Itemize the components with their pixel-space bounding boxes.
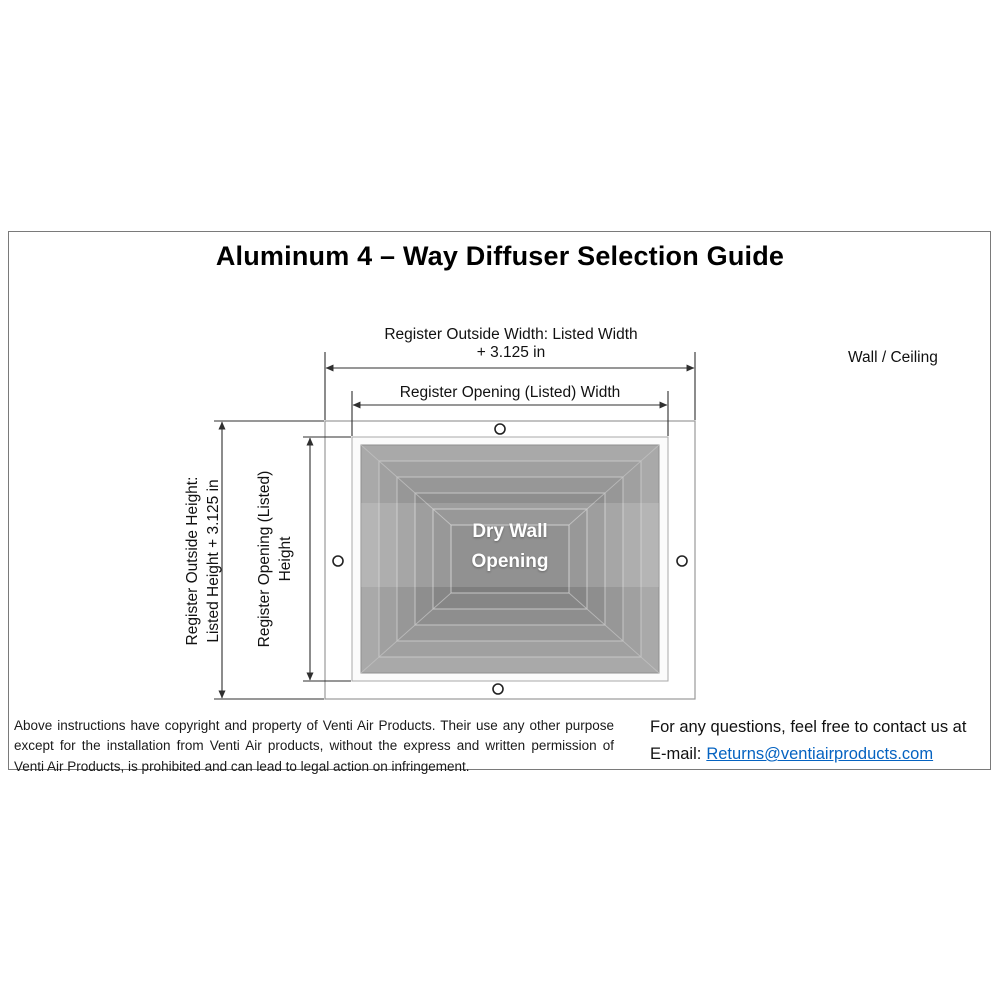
- opening-height-label-line1: Register Opening (Listed): [256, 470, 273, 648]
- outside-width-label-line1: Register Outside Width: Listed Width: [384, 326, 638, 343]
- email-label: E-mail:: [650, 744, 702, 763]
- drywall-opening-label-line1: Dry Wall: [472, 521, 548, 542]
- screw-holes: [332, 423, 688, 695]
- outside-width-label-line2: + 3.125 in: [476, 344, 546, 361]
- drywall-opening-label: Dry Wall Opening: [400, 517, 620, 577]
- outside-height-label-line2: Listed Height + 3.125 in: [205, 479, 222, 643]
- diffuser-cone-steps: [360, 444, 660, 674]
- page-title: Aluminum 4 – Way Diffuser Selection Guid…: [215, 241, 785, 271]
- drywall-opening-label-line2: Opening: [471, 551, 549, 572]
- outside-width-label: Register Outside Width: Listed Width + 3…: [330, 326, 692, 362]
- contact-line: For any questions, feel free to contact …: [650, 718, 967, 736]
- opening-height-label-line2: Height: [277, 536, 294, 582]
- outside-height-label: Register Outside Height: Listed Height +…: [182, 421, 224, 701]
- screw-hole-top: [494, 423, 506, 435]
- email-link[interactable]: Returns@ventiairproducts.com: [706, 744, 934, 763]
- outside-height-label-line1: Register Outside Height:: [184, 476, 201, 646]
- dimension-lines: [214, 352, 696, 700]
- screw-hole-left: [332, 555, 344, 567]
- copyright-notice: Above instructions have copyright and pr…: [14, 718, 614, 774]
- screw-hole-bottom: [492, 683, 504, 695]
- opening-height-label: Register Opening (Listed) Height: [254, 429, 296, 689]
- screw-hole-right: [676, 555, 688, 567]
- contact-block: For any questions, feel free to contact …: [650, 716, 980, 767]
- opening-width-label: Register Opening (Listed) Width: [399, 384, 621, 401]
- wall-ceiling-label: Wall / Ceiling: [848, 349, 938, 366]
- email-row: E-mail:Returns@ventiairproducts.com: [650, 743, 980, 767]
